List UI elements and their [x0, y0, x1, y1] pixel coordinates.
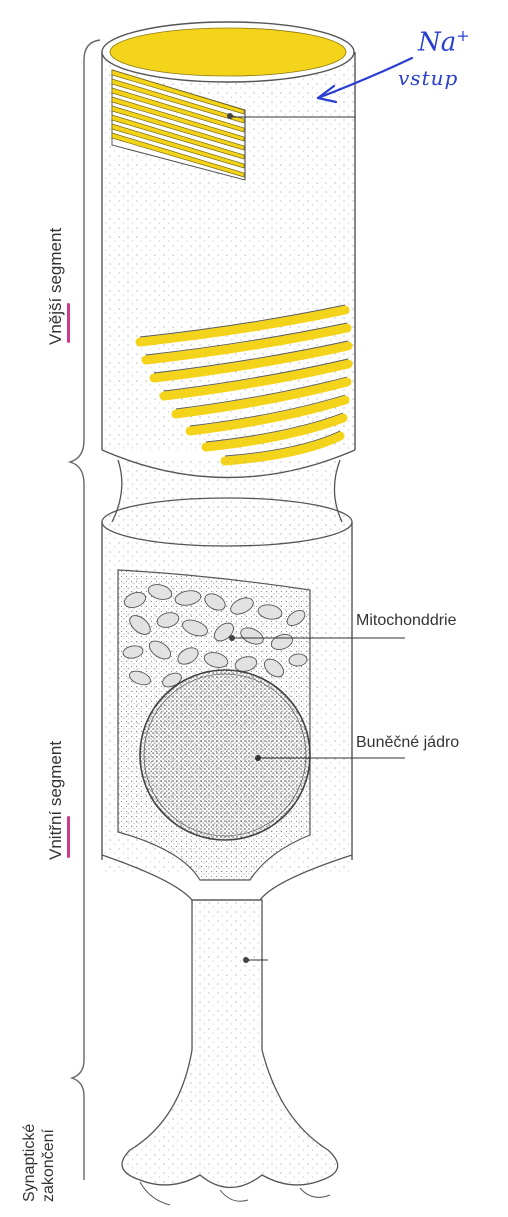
mitochondria-label: Mitochonddrie [356, 612, 457, 630]
inner-segment-text: Vnitřní segment [46, 741, 65, 860]
outer-segment-text: Vnější segment [46, 228, 65, 345]
inner-segment-label: Vnitřní segment [46, 741, 70, 860]
bracket-outer-segment [70, 40, 100, 495]
synaptic-label: Synaptické zakončení [20, 1124, 58, 1202]
entry-label: vstup [398, 66, 458, 90]
na-superscript: + [456, 26, 469, 45]
outer-segment [102, 22, 355, 478]
na-text: Na [418, 28, 456, 58]
synaptic-line-1: Synaptické [20, 1124, 39, 1202]
na-label: Na+ [418, 26, 470, 58]
synaptic-terminal [122, 900, 338, 1205]
outer-segment-label: Vnější segment [46, 228, 70, 345]
nucleus [140, 670, 310, 840]
nucleus-label: Buněčné jádro [356, 734, 459, 752]
inner-segment [102, 498, 405, 900]
bracket-inner-segment [72, 495, 84, 1180]
inner-segment-underline [67, 816, 70, 858]
outer-segment-underline [67, 303, 70, 343]
synaptic-line-2: zakončení [39, 1124, 58, 1202]
